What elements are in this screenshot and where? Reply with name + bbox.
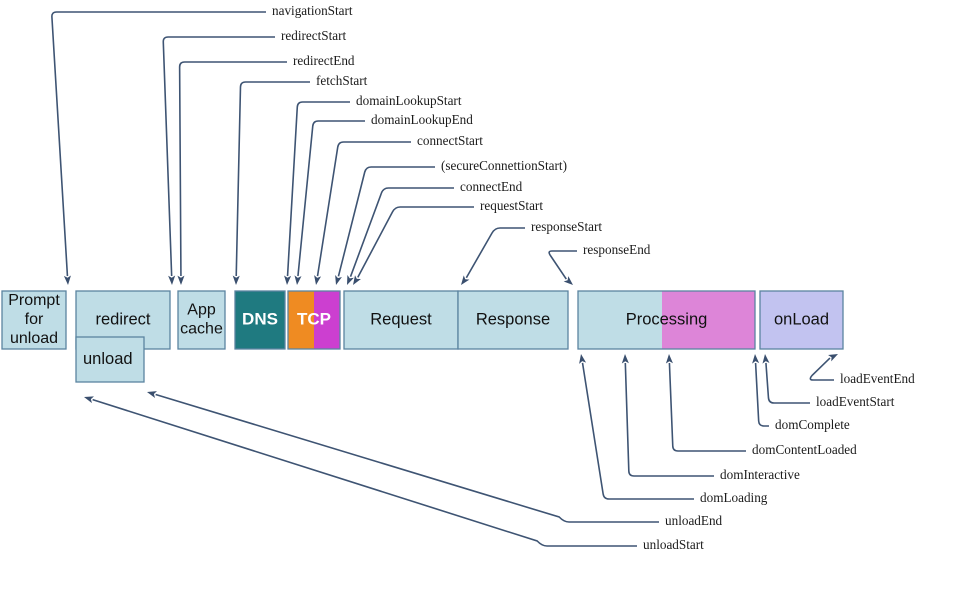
- callout-leader-secure-connection-start: [335, 166, 435, 285]
- arrowhead-icon: [294, 275, 302, 285]
- arrowhead-icon: [335, 275, 342, 285]
- phase-label-response: Response: [476, 310, 550, 328]
- arrowhead-icon: [621, 354, 629, 364]
- arrowhead-icon: [63, 275, 71, 285]
- callout-leader-dom-content-loaded: [665, 354, 746, 452]
- callout-label-navigation-start: navigationStart: [272, 3, 353, 18]
- callout-leader-redirect-end: [177, 61, 287, 285]
- top-callout-labels: navigationStart redirectStart redirectEnd f…: [272, 3, 651, 257]
- arrowhead-icon: [147, 391, 157, 398]
- phase-box-processing: Processing: [577, 290, 756, 350]
- callout-leader-dom-complete: [752, 354, 769, 427]
- callout-leader-navigation-start: [51, 11, 266, 285]
- callout-leader-dom-interactive: [621, 354, 714, 477]
- arrowhead-icon: [177, 275, 185, 285]
- bottom-callout-labels: loadEventEnd loadEventStart domComplete dom…: [643, 371, 915, 552]
- phase-label-request: Request: [370, 310, 432, 328]
- callout-label-fetch-start: fetchStart: [316, 73, 368, 88]
- arrowhead-icon: [168, 275, 176, 285]
- phase-label-prompt-for-unload: unload: [10, 330, 58, 347]
- callout-label-load-event-end: loadEventEnd: [840, 371, 915, 386]
- phase-label-unload: unload: [83, 350, 133, 368]
- phase-label-dns: DNS: [242, 309, 278, 328]
- arrowhead-icon: [579, 354, 587, 364]
- arrowhead-icon: [84, 396, 94, 404]
- phase-box-app-cache: App cache: [177, 290, 226, 350]
- phase-box-group: Prompt for unload redirect unload App cache DNS…: [1, 290, 844, 383]
- phase-label-app-cache: App: [187, 302, 216, 319]
- callout-label-secure-connection-start: (secureConnettionStart): [441, 158, 567, 173]
- phase-box-response: Response: [457, 290, 569, 350]
- phase-label-app-cache: cache: [180, 321, 223, 338]
- callout-leader-response-end: [548, 250, 577, 285]
- phase-label-tcp: TCP: [297, 309, 331, 328]
- callout-label-connect-end: connectEnd: [460, 179, 523, 194]
- callout-label-dom-content-loaded: domContentLoaded: [752, 442, 857, 457]
- phase-box-onload: onLoad: [759, 290, 844, 350]
- arrowhead-icon: [563, 276, 573, 285]
- arrowhead-icon: [284, 275, 292, 285]
- callout-label-response-end: responseEnd: [583, 242, 651, 257]
- callout-label-redirect-end: redirectEnd: [293, 53, 355, 68]
- callout-label-response-start: responseStart: [531, 219, 602, 234]
- arrowhead-icon: [752, 354, 760, 364]
- phase-label-processing: Processing: [626, 310, 708, 328]
- arrowhead-icon: [232, 275, 240, 285]
- callout-leader-connect-start: [314, 141, 411, 285]
- arrowhead-icon: [314, 275, 322, 285]
- callout-leader-connect-end: [347, 187, 454, 285]
- callout-leader-domain-lookup-start: [284, 101, 350, 285]
- phase-box-dns: DNS: [234, 290, 286, 350]
- callout-leader-load-event-end: [809, 354, 838, 381]
- arrowhead-icon: [762, 354, 770, 364]
- phase-box-tcp: TCP: [287, 290, 341, 350]
- phase-label-redirect: redirect: [95, 310, 150, 328]
- callout-label-domain-lookup-end: domainLookupEnd: [371, 112, 473, 127]
- callout-leader-redirect-start: [162, 36, 275, 285]
- callout-label-dom-interactive: domInteractive: [720, 467, 800, 482]
- arrowhead-icon: [461, 275, 470, 285]
- callout-label-dom-loading: domLoading: [700, 490, 768, 505]
- callout-label-redirect-start: redirectStart: [281, 28, 347, 43]
- callout-leader-load-event-start: [762, 354, 810, 404]
- arrowhead-icon: [828, 354, 838, 362]
- callout-label-unload-end: unloadEnd: [665, 513, 723, 528]
- phase-box-unload: unload: [75, 336, 145, 383]
- phase-label-onload: onLoad: [774, 310, 829, 328]
- callout-leader-fetch-start: [232, 81, 310, 285]
- callout-leader-unload-start: [84, 396, 637, 547]
- phase-box-request: Request: [343, 290, 459, 350]
- bottom-callout-leaders: [84, 354, 838, 547]
- arrowhead-icon: [665, 354, 673, 364]
- callout-leader-unload-end: [147, 391, 659, 523]
- callout-leader-domain-lookup-end: [294, 120, 365, 285]
- callout-leader-dom-loading: [579, 354, 694, 500]
- callout-leader-response-start: [461, 227, 525, 285]
- callout-label-load-event-start: loadEventStart: [816, 394, 895, 409]
- callout-label-request-start: requestStart: [480, 198, 543, 213]
- callout-label-dom-complete: domComplete: [775, 417, 850, 432]
- phase-label-prompt-for-unload: for: [25, 311, 44, 328]
- top-callout-leaders: [51, 11, 577, 285]
- phase-label-prompt-for-unload: Prompt: [8, 292, 60, 309]
- callout-label-domain-lookup-start: domainLookupStart: [356, 93, 462, 108]
- arrowhead-icon: [353, 275, 361, 285]
- callout-label-unload-start: unloadStart: [643, 537, 704, 552]
- callout-leader-request-start: [353, 206, 474, 285]
- phase-box-prompt-for-unload: Prompt for unload: [1, 290, 67, 350]
- callout-label-connect-start: connectStart: [417, 133, 483, 148]
- arrowhead-icon: [347, 275, 354, 285]
